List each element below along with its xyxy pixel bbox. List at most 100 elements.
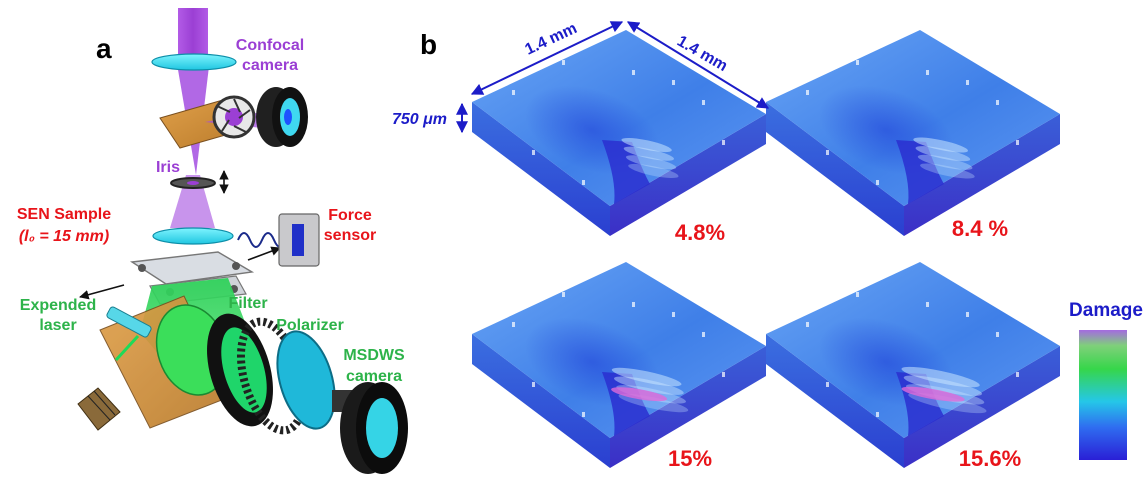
bubble-speckle: [562, 292, 565, 297]
panel-b-letter: b: [420, 29, 437, 60]
sample-side-right: [610, 114, 766, 236]
damage-band: [901, 366, 980, 388]
bubble-speckle: [926, 70, 929, 75]
bubble-speckle: [702, 332, 705, 337]
high-damage-zone: [611, 387, 668, 402]
sample-side-right: [610, 346, 766, 468]
bubble-speckle: [966, 312, 969, 317]
bubble-speckle: [632, 302, 635, 307]
force-sensor-device: [237, 213, 320, 267]
confocal-label-line1: Confocal: [236, 37, 304, 54]
bubble-speckle: [806, 322, 809, 327]
bubble-speckle: [532, 382, 535, 387]
bubble-speckle: [876, 412, 879, 417]
bubble-speckle: [562, 60, 565, 65]
collection-lens: [152, 227, 234, 245]
colorbar-gradient: [1079, 330, 1127, 460]
iris-label: Iris: [156, 159, 180, 176]
height-label: 750 μm: [392, 111, 447, 128]
force-sensor-label-line1: Force: [328, 207, 372, 224]
bubble-speckle: [996, 100, 999, 105]
bubble-speckle: [806, 90, 809, 95]
iris-diaphragm: [170, 177, 216, 189]
bubble-speckle: [876, 180, 879, 185]
colorbar-title: Damage: [1069, 300, 1143, 321]
strain-label: 4.8%: [675, 220, 725, 245]
sample-side-right: [904, 114, 1060, 236]
damage-band: [920, 163, 975, 179]
filter-label: Filter: [228, 295, 267, 312]
sample-side-right: [904, 346, 1060, 468]
bubble-speckle: [926, 302, 929, 307]
sen-sample-label: SEN Sample: [17, 206, 111, 223]
strain-label: 8.4 %: [952, 216, 1008, 241]
bubble-speckle: [856, 60, 859, 65]
damage-band: [623, 146, 675, 161]
bubble-speckle: [672, 312, 675, 317]
sample-side-left: [766, 102, 904, 236]
confocal-label-line2: camera: [242, 57, 298, 74]
sample-side-left: [472, 102, 610, 236]
bubble-speckle: [1016, 372, 1019, 377]
setup-illustration: [77, 8, 408, 474]
panel-a-letter: a: [96, 33, 112, 64]
msdws-label-line1: MSDWS: [343, 347, 405, 364]
bubble-speckle: [1016, 140, 1019, 145]
bubble-speckle: [702, 100, 705, 105]
bubble-speckle: [532, 150, 535, 155]
bubble-speckle: [826, 150, 829, 155]
crack-notch: [896, 140, 944, 204]
laser-source: [77, 306, 152, 431]
bubble-speckle: [722, 140, 725, 145]
shutter-icon: [212, 95, 256, 139]
bubble-speckle: [582, 180, 585, 185]
msdws-label-line2: camera: [346, 368, 402, 385]
force-sensor-label-line2: sensor: [324, 227, 376, 244]
polarizer-label: Polarizer: [276, 317, 344, 334]
damage-band: [614, 376, 684, 395]
msdws-camera-device: [332, 382, 408, 474]
filter-polarizer-stack: [207, 313, 336, 435]
bubble-speckle: [856, 292, 859, 297]
damage-band: [621, 137, 672, 153]
damage-colorbar: Damage: [1069, 300, 1143, 460]
damage-band: [625, 155, 677, 170]
sample-side-left: [472, 334, 610, 468]
damage-band: [611, 367, 682, 387]
width-arrow: [470, 21, 624, 95]
strain-label: 15.6%: [959, 446, 1021, 471]
bubble-speckle: [722, 372, 725, 377]
bubble-speckle: [826, 382, 829, 387]
bubble-speckle: [512, 90, 515, 95]
sample-side-left: [766, 334, 904, 468]
damage-render-grid: 4.8% 8.4 % 15% 15.6%: [472, 30, 1060, 471]
expended-laser-label-line1: Expended: [20, 297, 96, 314]
objective-lens: [151, 53, 237, 71]
sample-render: 8.4 %: [766, 30, 1060, 241]
damage-band: [903, 375, 983, 396]
bubble-speckle: [966, 80, 969, 85]
depth-arrow: [626, 21, 770, 109]
expended-laser-label-line2: laser: [39, 317, 76, 334]
strain-label: 15%: [668, 446, 712, 471]
sample-render: 15.6%: [766, 262, 1060, 471]
bubble-speckle: [672, 80, 675, 85]
damage-band: [628, 163, 679, 179]
sample-render: 15%: [472, 262, 766, 471]
bubble-speckle: [582, 412, 585, 417]
damage-band: [917, 154, 973, 170]
confocal-camera-device: [256, 87, 308, 147]
sample-pull-arrow: [79, 284, 125, 300]
width-label: 1.4 mm: [523, 20, 580, 59]
bubble-speckle: [512, 322, 515, 327]
confocal-laser-beam: [178, 8, 208, 60]
bubble-speckle: [996, 332, 999, 337]
bubble-speckle: [632, 70, 635, 75]
sen-sample-length: (l₀ = 15 mm): [19, 228, 109, 245]
crack-notch: [602, 140, 650, 204]
damage-band: [913, 137, 968, 153]
high-damage-zone: [901, 386, 965, 402]
damage-band: [915, 146, 971, 162]
